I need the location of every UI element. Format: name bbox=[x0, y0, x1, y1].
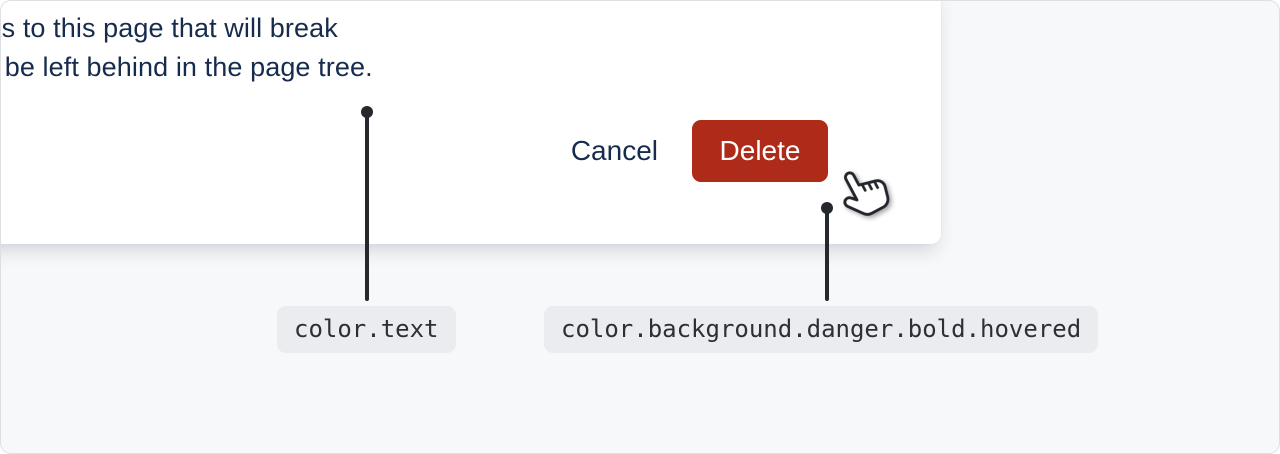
dialog-actions: Cancel Delete bbox=[1, 120, 828, 182]
dialog-body-line-2: s will be left behind in the page tree. bbox=[1, 52, 373, 82]
callout-line-text-token bbox=[365, 112, 369, 301]
dialog-body-text: e links to this page that will break s w… bbox=[1, 9, 373, 87]
delete-confirmation-dialog: e links to this page that will break s w… bbox=[1, 1, 941, 244]
token-label-danger-bold-hovered: color.background.danger.bold.hovered bbox=[544, 306, 1099, 353]
callout-dot-text-token bbox=[361, 106, 373, 118]
callout-dot-danger-token bbox=[821, 202, 833, 214]
dialog-body-line-1: e links to this page that will break bbox=[1, 13, 338, 43]
token-label-color-text: color.text bbox=[277, 306, 456, 353]
callout-line-danger-token bbox=[825, 208, 829, 301]
delete-button[interactable]: Delete bbox=[692, 120, 828, 182]
cancel-button[interactable]: Cancel bbox=[565, 135, 664, 167]
